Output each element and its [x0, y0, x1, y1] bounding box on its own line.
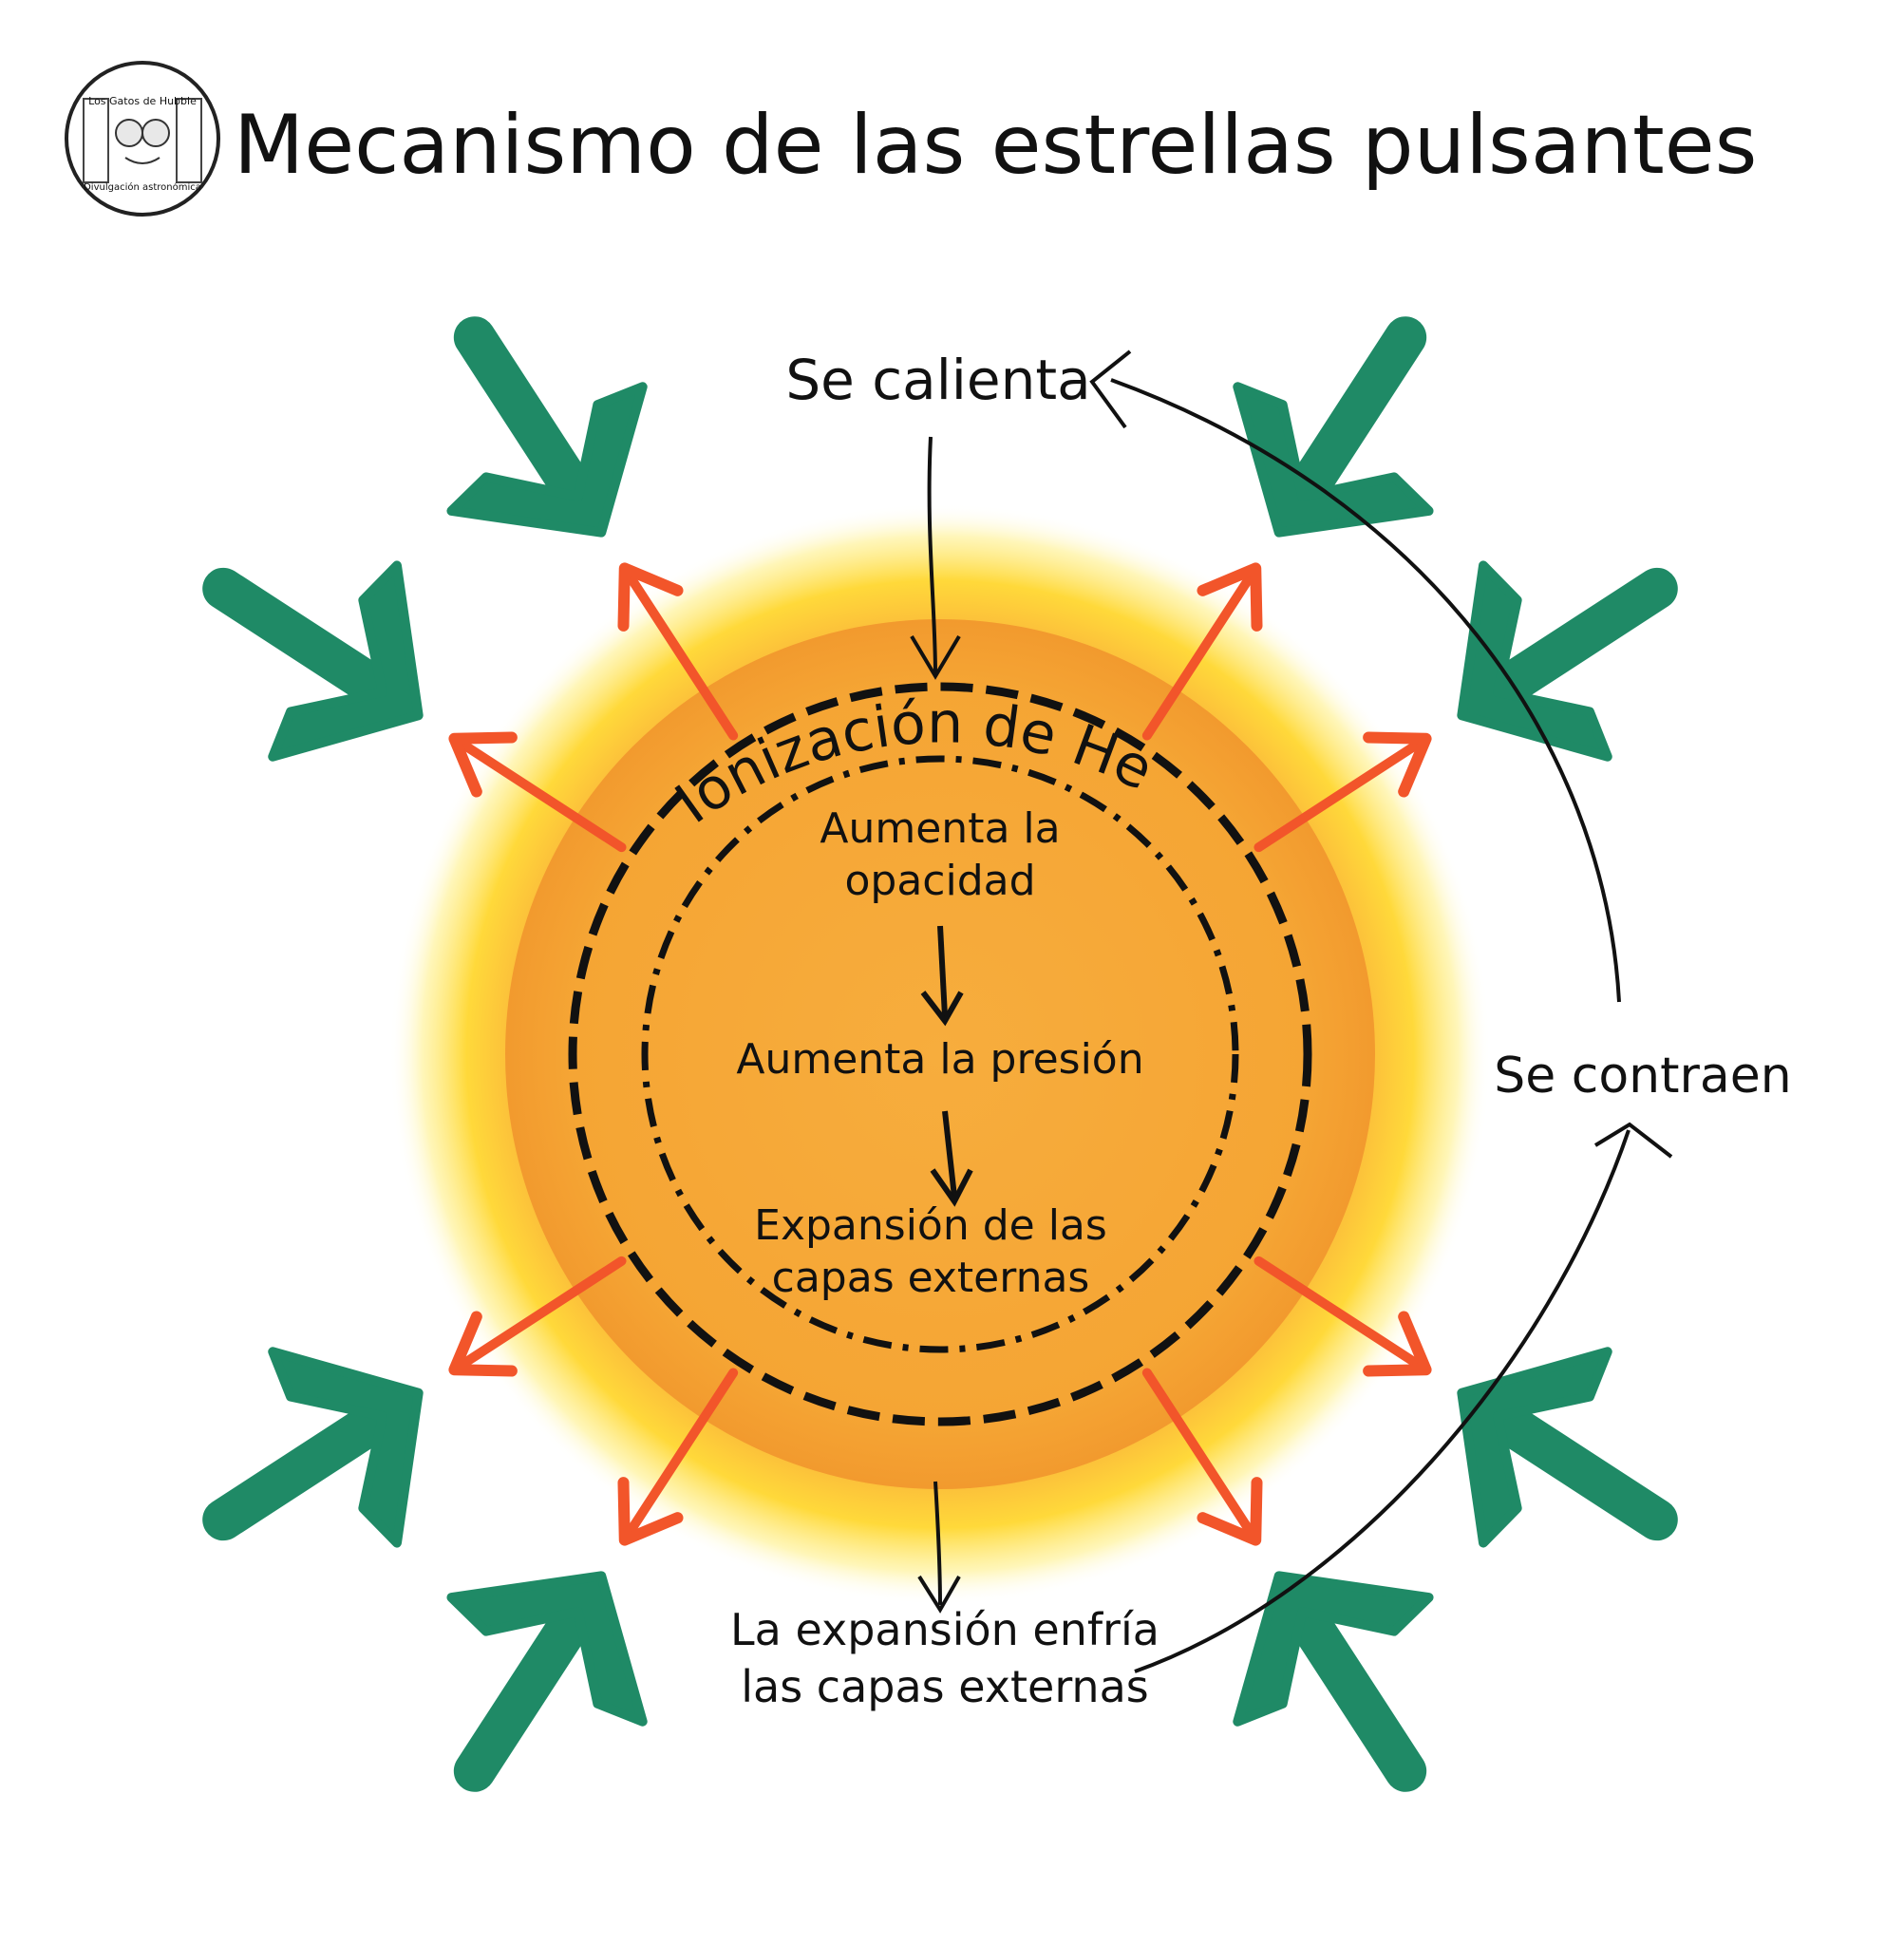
- arrow-outward-icon: [617, 562, 684, 632]
- arrow-outward-icon: [617, 1477, 684, 1546]
- contraction-arrow-shaft: [1472, 1392, 1678, 1541]
- logo-text-top: Los Gatos de Hubble: [88, 95, 197, 107]
- expansion-arrow-shaft: [619, 1368, 739, 1545]
- heats-to-core-arrowhead: [910, 634, 961, 680]
- expansion-arrows: [448, 562, 1432, 1546]
- arrow-outward-icon: [448, 731, 518, 798]
- arrow-inward-icon: [446, 382, 648, 538]
- outer-dashed-ring: [568, 682, 1312, 1426]
- cools-label-line1: La expansión enfría: [730, 1604, 1159, 1655]
- arrow-inward-icon: [1233, 382, 1434, 538]
- star-core: [505, 619, 1375, 1489]
- expansion-arrow-shaft: [449, 1256, 627, 1375]
- arrow-outward-icon: [1197, 1477, 1263, 1546]
- contraction-arrows: [202, 316, 1678, 1792]
- contraction-arrow-shaft: [1278, 316, 1427, 522]
- arrow-outward-icon: [1363, 1311, 1432, 1377]
- arrow-outward-icon: [1197, 562, 1263, 632]
- arrow-outward-icon: [448, 1311, 518, 1377]
- contraction-arrow-shaft: [453, 316, 602, 522]
- step1-line2: opacidad: [844, 857, 1035, 905]
- surface-to-cools-arrow: [933, 1481, 942, 1606]
- surface-to-cools-arrowhead: [917, 1575, 961, 1614]
- step-arrow-2: [942, 1110, 957, 1198]
- contraction-arrow-shaft: [202, 567, 408, 716]
- cools-to-contracts-arrowhead: [1593, 1122, 1673, 1159]
- step-arrow-1: [937, 925, 948, 1017]
- expansion-arrow-shaft: [619, 563, 739, 741]
- logo-text-bottom: Divulgación astronómica: [84, 181, 201, 193]
- cools-to-contracts-arrow: [1134, 1129, 1631, 1673]
- expansion-arrow-shaft: [1141, 563, 1261, 741]
- heats-to-core-arrow: [927, 436, 937, 675]
- arrow-inward-icon: [1233, 1571, 1434, 1727]
- arrow-inward-icon: [446, 1571, 648, 1727]
- contraction-arrow-shaft: [1472, 567, 1678, 716]
- page-title: Mecanismo de las estrellas pulsantes: [234, 98, 1757, 193]
- telescope-logo-icon: Los Gatos de Hubble Divulgación astronóm…: [65, 61, 220, 217]
- step-arrow-1-head: [920, 991, 964, 1027]
- inner-dashed-ring: [641, 755, 1239, 1353]
- contraction-arrow-shaft: [1278, 1586, 1427, 1792]
- step3-line1: Expansión de las: [754, 1201, 1107, 1250]
- arrow-inward-icon: [268, 1347, 424, 1548]
- contracts-label: Se contraen: [1494, 1048, 1791, 1105]
- step1-line1: Aumenta la: [820, 804, 1060, 853]
- expansion-arrow-shaft: [449, 733, 627, 853]
- expansion-arrow-shaft: [1254, 733, 1431, 853]
- step2-text: Aumenta la presión: [736, 1035, 1143, 1084]
- contraction-arrow-shaft: [453, 1586, 602, 1792]
- arrow-inward-icon: [1457, 560, 1612, 762]
- arrow-outward-icon: [1363, 731, 1432, 798]
- heats-label: Se calienta: [785, 348, 1090, 412]
- step3-line2: capas externas: [772, 1254, 1090, 1302]
- expansion-arrow-shaft: [1141, 1368, 1261, 1545]
- expansion-arrow-shaft: [1254, 1256, 1431, 1375]
- arrow-inward-icon: [268, 560, 424, 762]
- contracts-to-heats-arrowhead: [1089, 349, 1132, 429]
- cools-label-line2: las capas externas: [741, 1661, 1148, 1712]
- contracts-to-heats-arrow: [1110, 378, 1621, 1003]
- arrow-inward-icon: [1457, 1347, 1612, 1548]
- step-arrow-2-head: [930, 1168, 973, 1207]
- contraction-arrow-shaft: [202, 1392, 408, 1541]
